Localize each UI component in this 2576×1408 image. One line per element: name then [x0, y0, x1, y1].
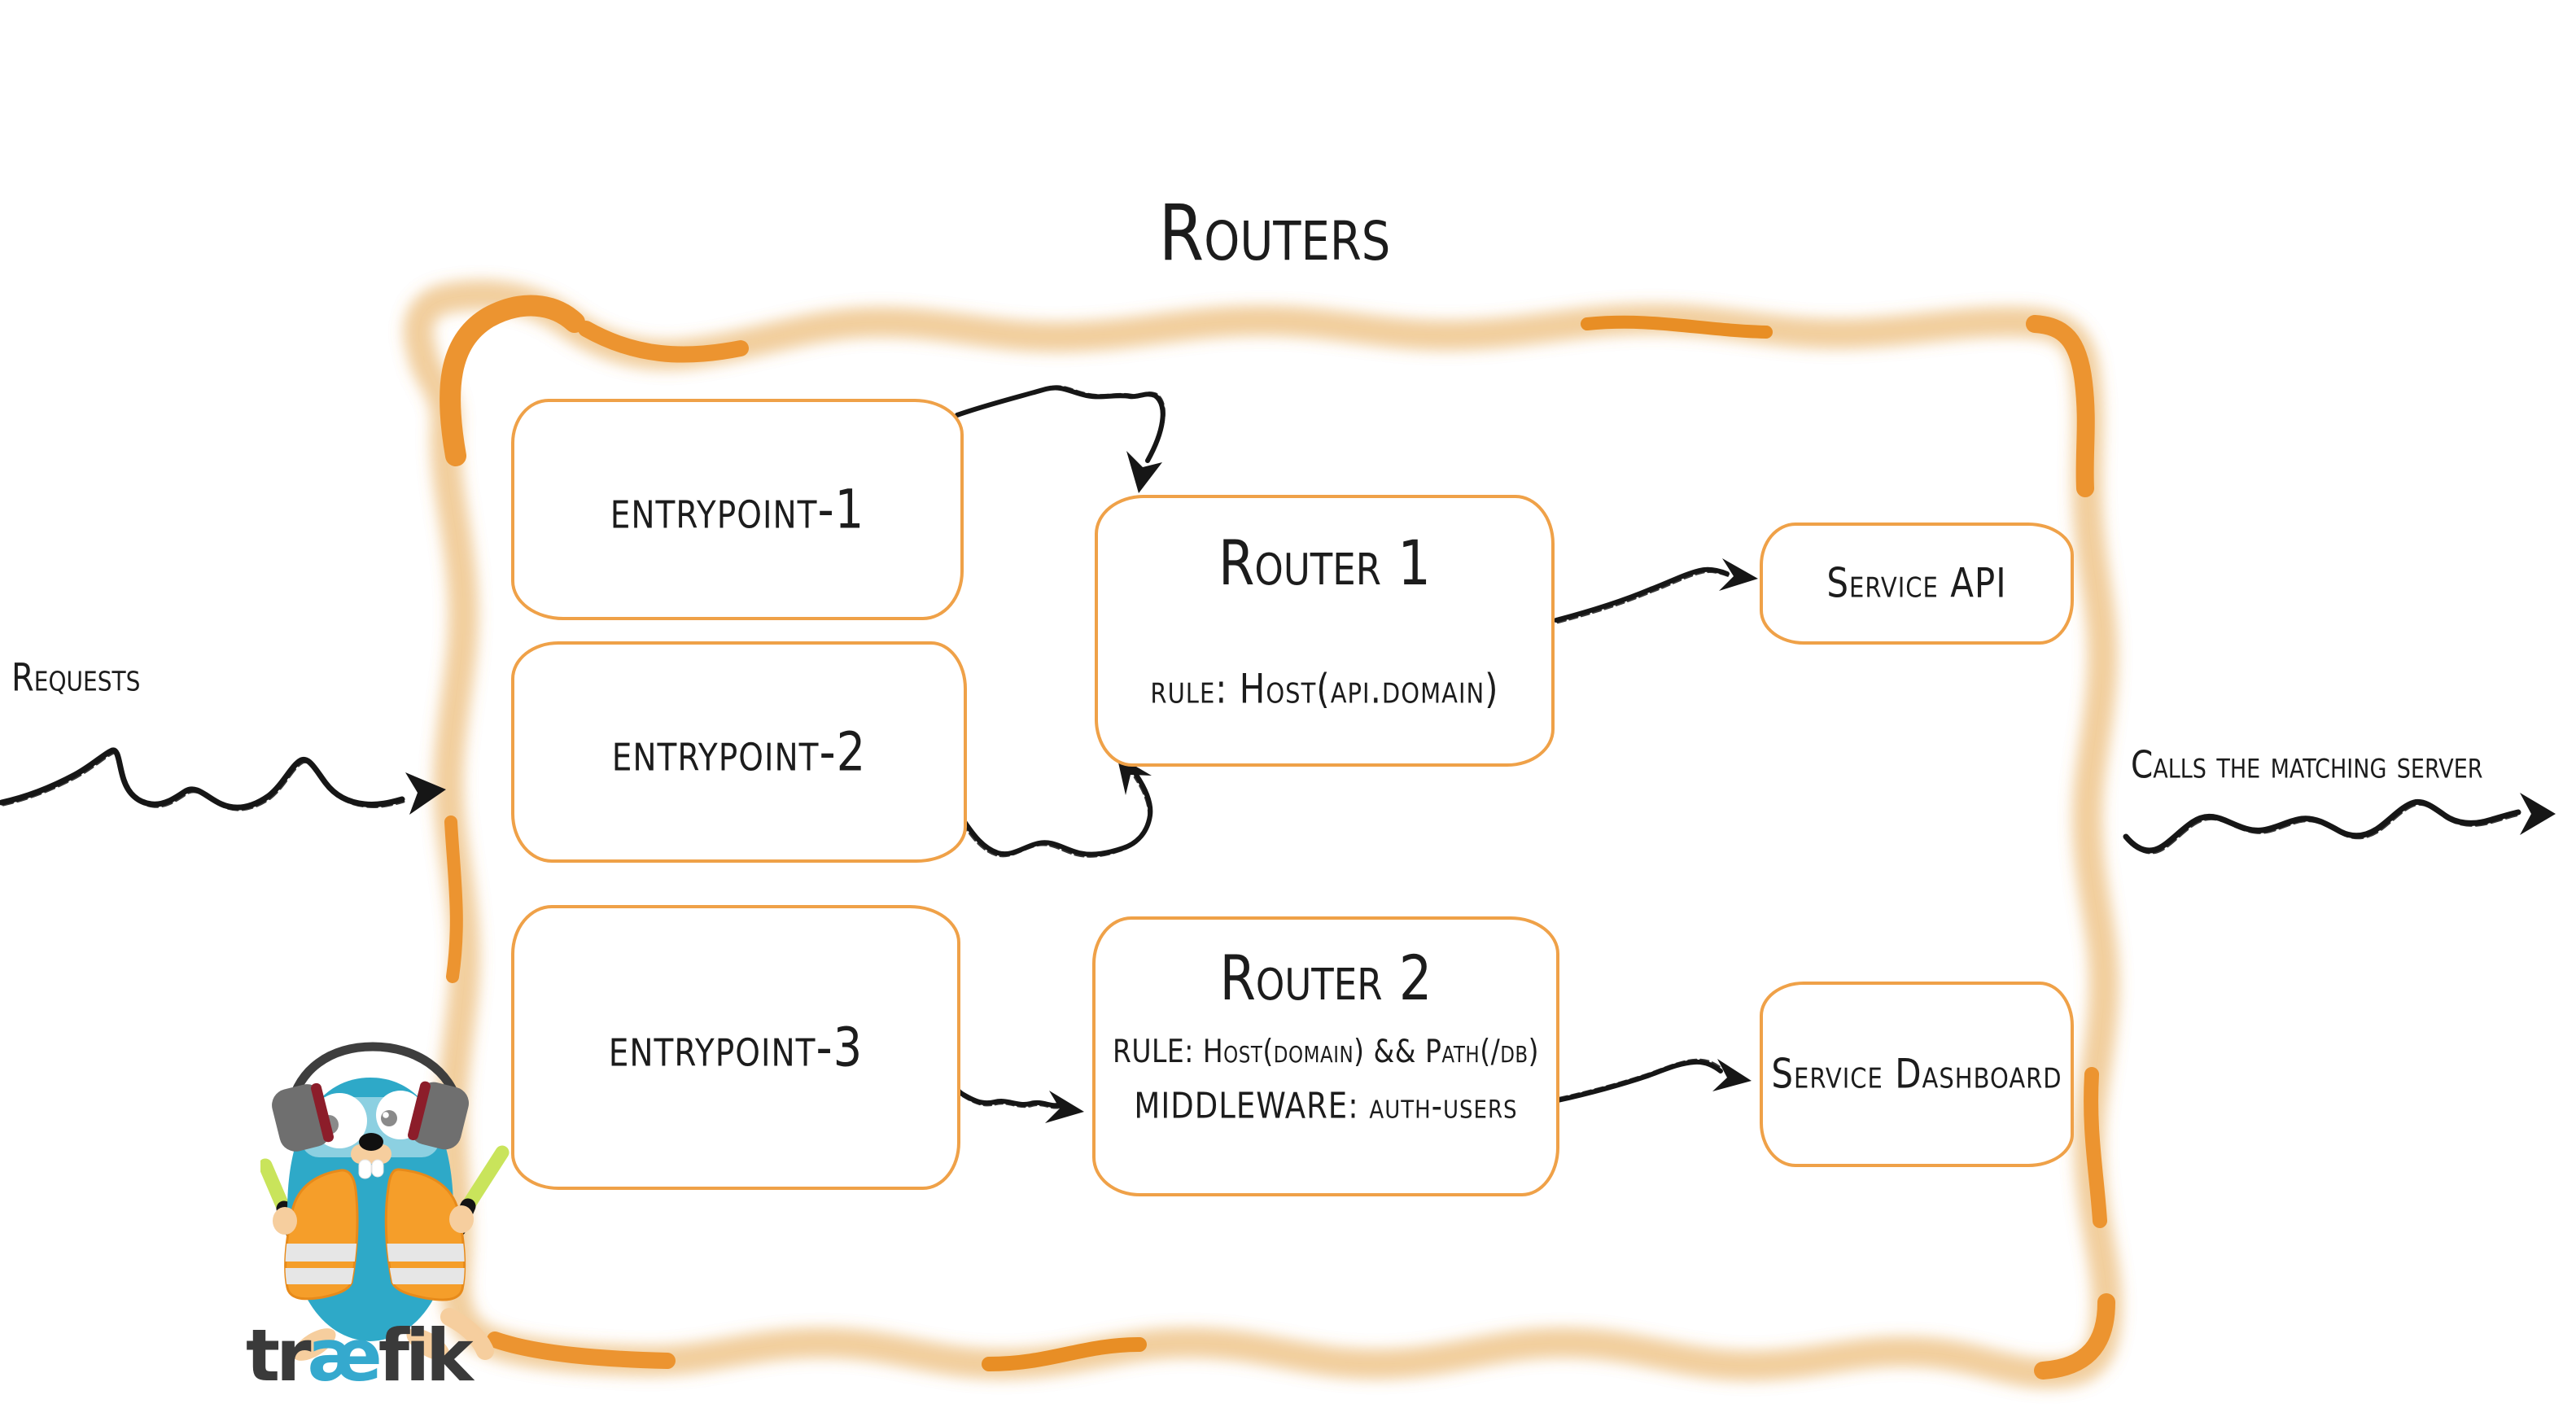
service-api-box: Service API: [1760, 523, 2074, 645]
entrypoint-2-box: entrypoint-2: [511, 641, 967, 863]
wordmark-prefix: tr: [246, 1314, 312, 1397]
diagram-title: Routers: [1158, 188, 1391, 278]
service-dashboard-box: Service Dashboard: [1760, 982, 2074, 1167]
router-2-middleware: MIDDLEWARE: auth-users: [1134, 1085, 1518, 1126]
entrypoint-3-label: entrypoint-3: [608, 1016, 864, 1079]
wordmark-ligature: æ: [307, 1314, 382, 1397]
wordmark-suffix: fik: [378, 1314, 474, 1397]
traefik-wordmark: træfik: [246, 1314, 474, 1397]
service-api-label: Service API: [1826, 559, 2007, 607]
requests-arrow: [0, 747, 446, 815]
response-label: Calls the matching server: [2131, 743, 2483, 788]
traefik-gopher-icon: [260, 1042, 510, 1361]
service-dashboard-label: Service Dashboard: [1771, 1050, 2062, 1098]
router-1-box: Router 1 rule: Host(api.domain): [1095, 495, 1555, 767]
requests-label: Requests: [11, 655, 141, 701]
router-2-box: Router 2 RULE: Host(domain) && Path(/db)…: [1092, 916, 1559, 1196]
entrypoint1-to-router1-arrow: [955, 385, 1166, 493]
router-2-rule: RULE: Host(domain) && Path(/db): [1112, 1032, 1540, 1070]
router-2-title: Router 2: [1219, 943, 1432, 1015]
router-1-title: Router 1: [1218, 528, 1432, 600]
entrypoint-1-label: entrypoint-1: [610, 478, 865, 541]
entrypoint-2-label: entrypoint-2: [611, 720, 867, 784]
entrypoint3-to-router2-arrow: [944, 1078, 1084, 1123]
router1-to-service-api-arrow: [1554, 558, 1758, 624]
router2-to-service-dashboard-arrow: [1555, 1058, 1752, 1103]
entrypoint2-to-router1-arrow: [960, 755, 1153, 858]
router-1-rule: rule: Host(api.domain): [1150, 665, 1499, 713]
entrypoint-1-box: entrypoint-1: [511, 399, 964, 620]
response-arrow: [2123, 793, 2556, 855]
entrypoint-3-box: entrypoint-3: [511, 905, 960, 1190]
